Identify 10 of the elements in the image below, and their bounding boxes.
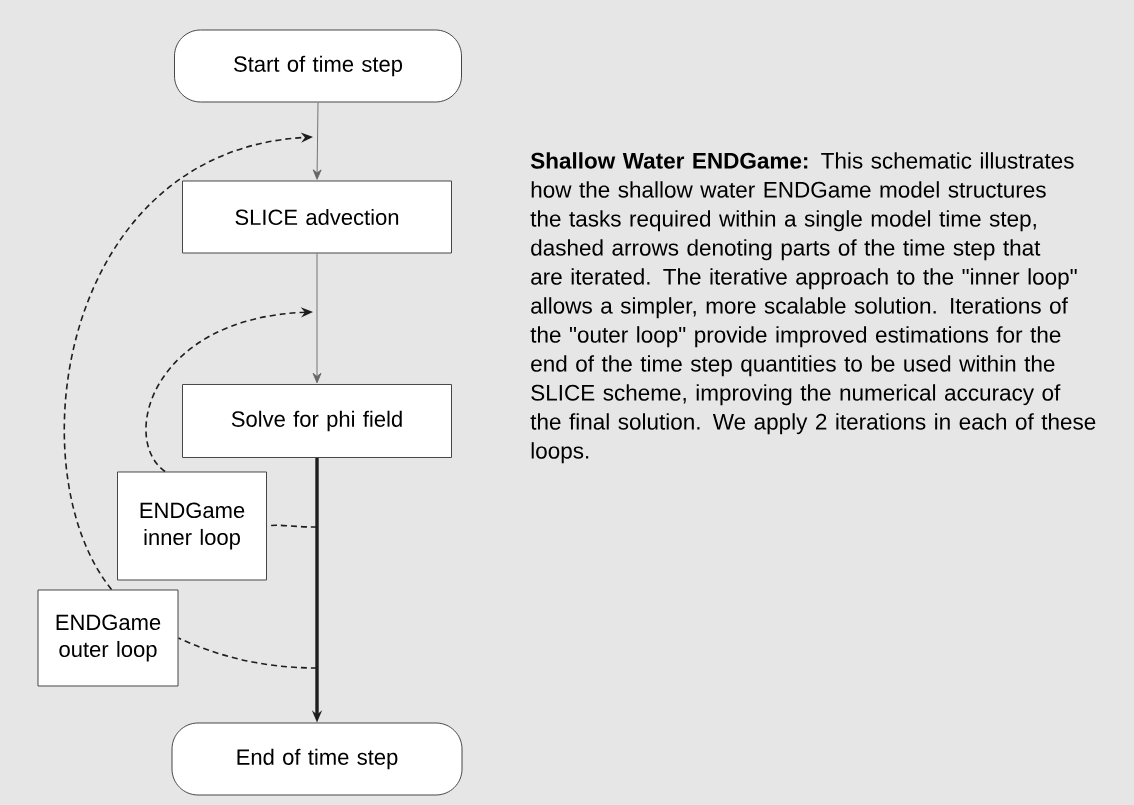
description-text: Shallow Water ENDGame: This schematic illustrates how the shallow water ENDGame model structures the tasks required within a single model time step, dashed arrows denoting parts of the time step that are iterated. The iterative approach to the "inner loop" allows a simpler, more scalable solution. Iterations of the "outer loop" provide improved estimations for the end of the time step quantities to be used within the SLICE scheme, improving the numerical accuracy of the final solution. We apply 2 iterations in each of these loops. (530, 152, 1096, 464)
arrow (312, 253, 322, 384)
process-box: ENDGame inner loop (117, 471, 267, 581)
process-box: Solve for phi field (182, 384, 452, 458)
arrow (312, 102, 322, 180)
terminal-box: Start of time step (174, 29, 462, 103)
process-box: ENDGame outer loop (37, 589, 179, 687)
dashed-line (177, 637, 318, 669)
process-box: SLICE advection (182, 180, 452, 254)
terminal-box: End of time step (171, 722, 463, 796)
